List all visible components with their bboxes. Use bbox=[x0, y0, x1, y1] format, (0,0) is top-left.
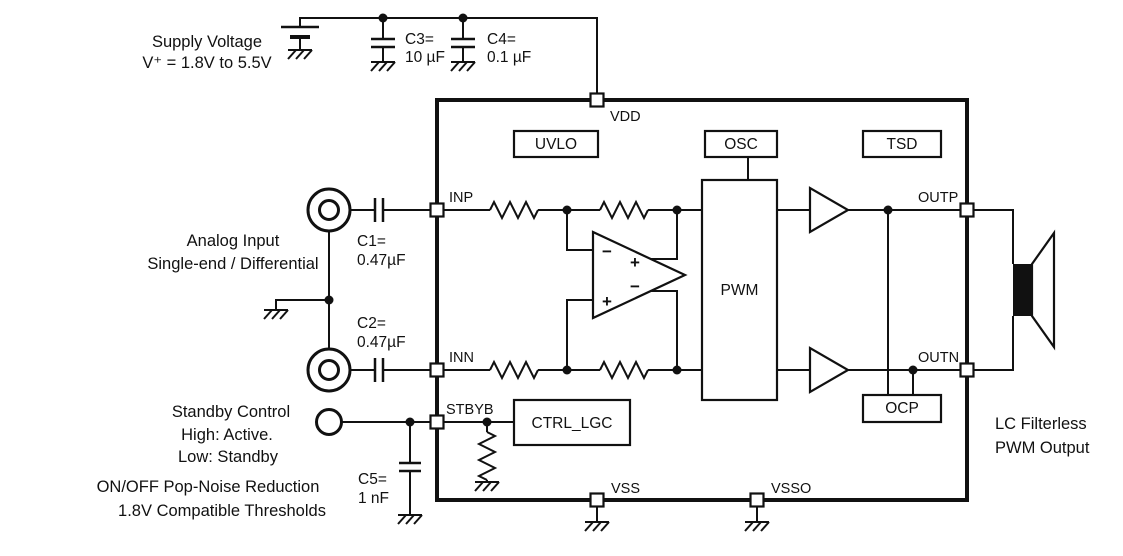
pin-outp bbox=[959, 202, 975, 218]
block-label-osc: OSC bbox=[724, 136, 758, 153]
c4-value: 0.1 µF bbox=[487, 49, 531, 66]
opamp-in-minus-sign: − bbox=[602, 242, 612, 261]
pin-vdd bbox=[589, 92, 605, 108]
pin-label-outp: OUTP bbox=[918, 190, 958, 206]
ground-symbol bbox=[744, 521, 770, 532]
c1-value: 0.47µF bbox=[357, 252, 406, 269]
pin-outn bbox=[959, 362, 975, 378]
opamp-in-plus-sign: + bbox=[602, 292, 612, 311]
pin-label-outn: OUTN bbox=[918, 350, 959, 366]
capacitor-c2 bbox=[373, 358, 385, 382]
vss-ground-wire bbox=[596, 507, 758, 522]
capacitor-c1 bbox=[373, 198, 385, 222]
supply-title: Supply Voltage bbox=[152, 33, 262, 51]
c3-name: C3= bbox=[405, 31, 434, 48]
pin-label-vss: VSS bbox=[611, 481, 640, 497]
ground-symbol bbox=[584, 521, 610, 532]
standby-line1: Standby Control bbox=[172, 403, 290, 421]
c1-name: C1= bbox=[357, 233, 386, 250]
pin-inp bbox=[429, 202, 445, 218]
block-pwm bbox=[700, 178, 779, 402]
junction-dots bbox=[324, 13, 918, 427]
pin-inn bbox=[429, 362, 445, 378]
c5-value: 1 nF bbox=[358, 490, 389, 507]
supply-rail-wire bbox=[299, 17, 598, 94]
capacitor-c5 bbox=[399, 461, 421, 473]
c4-name: C4= bbox=[487, 31, 516, 48]
output-note-line1: LC Filterless bbox=[995, 415, 1087, 433]
ground-symbol bbox=[287, 49, 313, 60]
ground-symbol bbox=[397, 514, 423, 525]
output-note-line2: PWM Output bbox=[995, 439, 1090, 457]
output-internal-wire bbox=[777, 209, 961, 395]
opamp-out-minus-sign: − bbox=[630, 277, 640, 296]
analog-input-line1: Analog Input bbox=[187, 232, 280, 250]
capacitor-c4 bbox=[451, 37, 475, 49]
note-line1: ON/OFF Pop-Noise Reduction bbox=[97, 478, 320, 496]
block-label-ocp: OCP bbox=[885, 400, 919, 417]
ic-outline bbox=[435, 98, 969, 502]
opamp-out-plus-sign: + bbox=[630, 253, 640, 272]
supply-range: V⁺ = 1.8V to 5.5V bbox=[142, 54, 271, 72]
ground-symbol bbox=[370, 61, 396, 72]
block-label-uvlo: UVLO bbox=[535, 136, 577, 153]
pin-label-inn: INN bbox=[449, 350, 474, 366]
speaker-icon bbox=[1013, 229, 1056, 351]
c2-value: 0.47µF bbox=[357, 334, 406, 351]
block-label-pwm: PWM bbox=[721, 282, 759, 299]
block-tsd bbox=[861, 129, 943, 159]
jack-common-wire bbox=[275, 231, 330, 349]
block-ctrl-lgc bbox=[512, 398, 632, 447]
pin-vsso bbox=[749, 492, 765, 508]
ground-symbol bbox=[450, 61, 476, 72]
rca-connector-bottom bbox=[306, 347, 352, 393]
pin-label-stbyb: STBYB bbox=[446, 402, 494, 418]
output-buffer-bottom bbox=[808, 346, 851, 394]
capacitor-c3 bbox=[371, 37, 395, 49]
opamp-symbol bbox=[591, 230, 688, 320]
pin-label-inp: INP bbox=[449, 190, 473, 206]
c5-name: C5= bbox=[358, 471, 387, 488]
ic-pins bbox=[429, 92, 975, 508]
block-label-ctrl-lgc: CTRL_LGC bbox=[532, 415, 613, 432]
standby-line3: Low: Standby bbox=[178, 448, 279, 466]
pin-label-vdd: VDD bbox=[610, 109, 641, 125]
c3-value: 10 µF bbox=[405, 49, 445, 66]
battery-symbol bbox=[281, 25, 319, 39]
block-uvlo bbox=[512, 129, 600, 159]
output-buffer-top bbox=[808, 186, 851, 234]
c2-name: C2= bbox=[357, 315, 386, 332]
block-osc bbox=[703, 129, 779, 159]
stbyb-wire bbox=[342, 421, 514, 515]
pin-vss bbox=[589, 492, 605, 508]
standby-connector bbox=[315, 408, 343, 436]
standby-line2: High: Active. bbox=[181, 426, 273, 444]
speaker-wire bbox=[974, 209, 1014, 371]
ground-symbol bbox=[263, 309, 289, 320]
pin-label-vsso: VSSO bbox=[771, 481, 811, 497]
analog-input-line2: Single-end / Differential bbox=[147, 255, 318, 273]
block-ocp bbox=[861, 393, 943, 424]
block-label-tsd: TSD bbox=[887, 136, 918, 153]
rca-connector-top bbox=[306, 187, 352, 233]
note-line2: 1.8V Compatible Thresholds bbox=[118, 502, 326, 520]
pin-stbyb bbox=[429, 414, 445, 430]
